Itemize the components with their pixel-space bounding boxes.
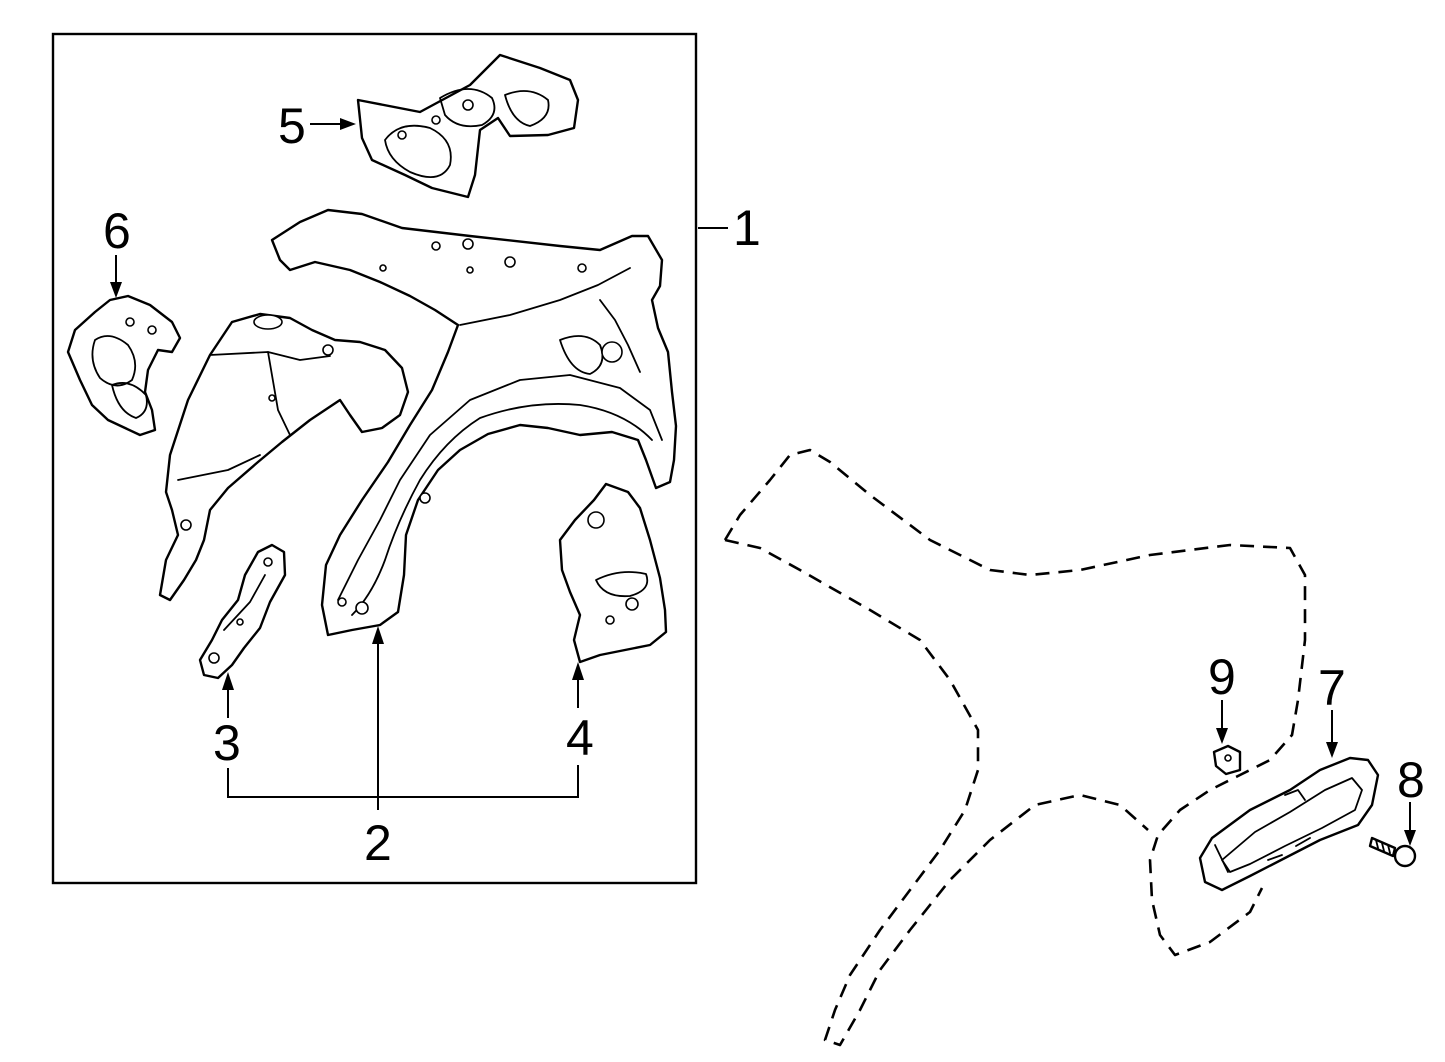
callout-5: 5 (278, 98, 306, 154)
callout-4: 4 (566, 710, 594, 766)
leader-lines (110, 118, 1416, 846)
quarter-panel-inner-edge (724, 538, 1149, 1047)
part-5-upper-bracket (356, 53, 580, 199)
part-3-lower-bracket (198, 543, 287, 680)
assembly-frame (51, 32, 698, 885)
callout-2: 2 (364, 815, 392, 871)
part-4-right-extension (558, 482, 668, 664)
callout-7: 7 (1318, 660, 1346, 716)
part-6-left-bracket (66, 294, 182, 437)
part-9-clip (1212, 744, 1242, 776)
quarter-panel-outline (723, 448, 1307, 957)
part-1-wheelhouse-panel (270, 208, 678, 637)
callout-9: 9 (1208, 649, 1236, 705)
part-inner-member (158, 312, 410, 602)
part-7-housing (1198, 756, 1380, 892)
part-8-screw (1368, 836, 1417, 868)
callout-1: 1 (733, 200, 761, 256)
callout-8: 8 (1397, 752, 1425, 808)
callout-3: 3 (213, 715, 241, 771)
callout-6: 6 (103, 203, 131, 259)
